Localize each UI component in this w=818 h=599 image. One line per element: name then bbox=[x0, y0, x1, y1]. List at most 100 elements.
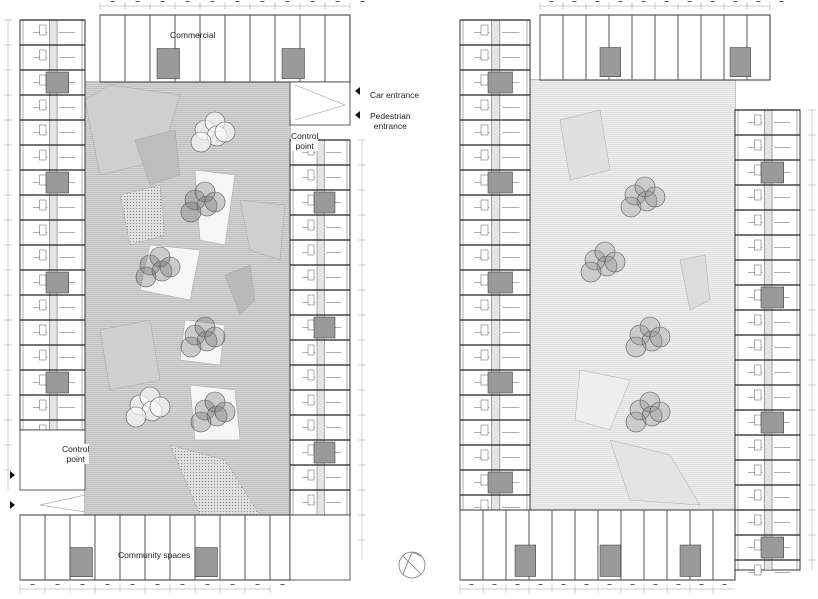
tree-canopy bbox=[625, 336, 647, 358]
stair-core bbox=[313, 316, 336, 339]
dimension-text bbox=[230, 584, 235, 585]
bathroom bbox=[754, 439, 762, 451]
dimension-text bbox=[105, 584, 110, 585]
bathroom bbox=[754, 339, 762, 351]
label-control-point-bottom: Control point bbox=[62, 444, 90, 464]
stair-core bbox=[760, 536, 784, 559]
bathroom bbox=[480, 399, 489, 411]
dimension-text bbox=[180, 584, 185, 585]
stair-core bbox=[281, 48, 305, 79]
dimension-text bbox=[607, 584, 612, 585]
stair-core bbox=[45, 371, 69, 394]
bathroom bbox=[754, 239, 762, 251]
tree-canopy bbox=[625, 411, 647, 433]
dimension-text bbox=[360, 1, 365, 2]
landscape-patch bbox=[224, 264, 256, 316]
stair-core bbox=[760, 161, 784, 184]
label-control-line2: point bbox=[295, 141, 314, 151]
dimension-text bbox=[676, 584, 681, 585]
dimension-text bbox=[469, 584, 474, 585]
bathroom bbox=[307, 369, 315, 381]
left-floor-plan bbox=[4, 1, 366, 593]
landscape-patch bbox=[239, 199, 286, 261]
tree-canopy bbox=[649, 401, 671, 423]
bathroom bbox=[480, 49, 489, 61]
bathroom bbox=[480, 274, 489, 286]
tree-canopy bbox=[604, 251, 626, 273]
bathroom bbox=[39, 324, 47, 336]
dimension-text bbox=[30, 584, 35, 585]
tree-canopy bbox=[190, 411, 212, 433]
label-control-line2: point bbox=[66, 454, 85, 464]
stair-core bbox=[45, 71, 69, 94]
dimension-text bbox=[210, 1, 215, 2]
bathroom bbox=[480, 24, 489, 36]
dimension-text bbox=[335, 1, 340, 2]
bathroom bbox=[754, 214, 762, 226]
planted-area bbox=[119, 184, 166, 246]
dimension-text bbox=[55, 584, 60, 585]
planted-area bbox=[609, 439, 701, 506]
bathroom bbox=[754, 389, 762, 401]
label-commercial: Commercial bbox=[170, 30, 216, 40]
tree-canopy bbox=[159, 256, 181, 278]
bathroom bbox=[39, 149, 47, 161]
tree-canopy bbox=[649, 326, 671, 348]
bathroom bbox=[754, 489, 762, 501]
dimension-text bbox=[699, 584, 704, 585]
bathroom bbox=[754, 564, 762, 576]
dimension-text bbox=[235, 1, 240, 2]
bathroom bbox=[754, 139, 762, 151]
tree-canopy bbox=[180, 201, 202, 223]
dimension-text bbox=[130, 584, 135, 585]
bathroom bbox=[307, 194, 315, 206]
tree-outline bbox=[214, 121, 236, 143]
tree-outline bbox=[190, 131, 212, 153]
tree-canopy bbox=[180, 336, 202, 358]
bathroom bbox=[480, 424, 489, 436]
bathroom bbox=[480, 74, 489, 86]
dimension-text bbox=[135, 1, 140, 2]
planted-area bbox=[574, 369, 631, 431]
wing-end bbox=[289, 514, 351, 581]
bathroom bbox=[39, 174, 47, 186]
bathroom bbox=[480, 499, 489, 511]
bathroom bbox=[480, 299, 489, 311]
bathroom bbox=[307, 394, 315, 406]
bathroom bbox=[480, 249, 489, 261]
tree-outline bbox=[149, 396, 171, 418]
bathroom bbox=[307, 494, 315, 506]
dimension-text bbox=[710, 1, 715, 2]
stair-core bbox=[599, 47, 621, 77]
bathroom bbox=[480, 349, 489, 361]
stair-core bbox=[487, 371, 513, 394]
tree-canopy bbox=[214, 401, 236, 423]
dimension-text bbox=[722, 584, 727, 585]
tree-canopy bbox=[204, 326, 226, 348]
tree-canopy bbox=[204, 191, 226, 213]
bathroom bbox=[480, 199, 489, 211]
bathroom bbox=[307, 469, 315, 481]
stair-core bbox=[599, 544, 621, 577]
dimension-text bbox=[756, 1, 761, 2]
bathroom bbox=[480, 324, 489, 336]
right-floor-plan bbox=[459, 1, 816, 593]
dimension-text bbox=[310, 1, 315, 2]
entrance-arrow-icon bbox=[355, 87, 360, 95]
label-control-line1: Control bbox=[62, 444, 90, 454]
dimension-text bbox=[572, 1, 577, 2]
paved-plaza bbox=[139, 244, 201, 301]
stair-core bbox=[679, 544, 701, 577]
label-control-line1: Control bbox=[291, 131, 319, 141]
bathroom bbox=[754, 164, 762, 176]
bathroom bbox=[754, 514, 762, 526]
stair-core bbox=[194, 547, 218, 577]
label-pedestrian-line2: entrance bbox=[373, 121, 407, 131]
bathroom bbox=[39, 49, 47, 61]
stair-core bbox=[487, 171, 513, 194]
ramp-arrow bbox=[294, 84, 346, 121]
dimension-text bbox=[160, 1, 165, 2]
stair-core bbox=[313, 441, 336, 464]
bathroom bbox=[307, 269, 315, 281]
